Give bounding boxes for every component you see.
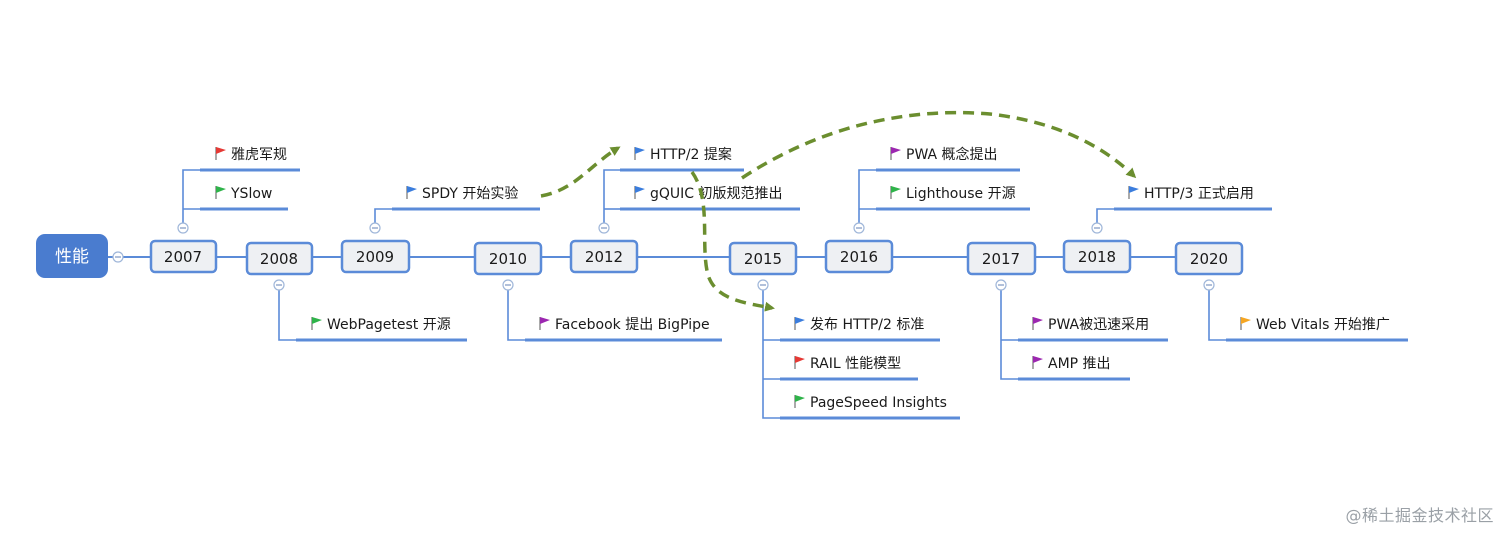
- event-2008-webpagetest[interactable]: WebPagetest 开源: [296, 317, 467, 342]
- event-label: WebPagetest 开源: [327, 317, 451, 333]
- flag-icon: [1240, 317, 1251, 330]
- flag-icon: [539, 317, 550, 330]
- branch-2012: [603, 169, 620, 228]
- branch-2015: [762, 290, 780, 419]
- flag-icon: [215, 147, 226, 160]
- event-label: HTTP/2 提案: [650, 146, 732, 163]
- event-label: PageSpeed Insights: [810, 395, 947, 411]
- year-label-2007: 2007: [164, 248, 202, 266]
- collapse-toggle-2009[interactable]: [369, 222, 381, 234]
- year-label-2018: 2018: [1078, 248, 1116, 266]
- flag-icon: [890, 147, 901, 160]
- root-collapse-toggle[interactable]: [112, 251, 124, 263]
- event-label: Facebook 提出 BigPipe: [555, 317, 710, 333]
- branch-2010: [507, 290, 525, 341]
- event-2015-rail[interactable]: RAIL 性能模型: [780, 356, 918, 381]
- branch-2008: [278, 290, 296, 341]
- root-label: 性能: [55, 247, 89, 267]
- year-label-2017: 2017: [982, 250, 1020, 268]
- arrow-gquic-to-http3: [741, 110, 1137, 180]
- year-label-2008: 2008: [260, 250, 298, 268]
- event-label: 雅虎军规: [231, 147, 287, 163]
- flag-icon: [1128, 186, 1139, 199]
- event-2010-bigpipe[interactable]: Facebook 提出 BigPipe: [525, 317, 722, 342]
- collapse-toggle-2016[interactable]: [853, 222, 865, 234]
- event-2016-lighthouse[interactable]: Lighthouse 开源: [876, 186, 1030, 211]
- collapse-toggle-2007[interactable]: [177, 222, 189, 234]
- event-2009-spdy[interactable]: SPDY 开始实验: [392, 186, 540, 211]
- flag-icon: [794, 395, 805, 408]
- year-label-2009: 2009: [356, 248, 394, 266]
- collapse-toggle-2018[interactable]: [1091, 222, 1103, 234]
- flag-icon: [1032, 356, 1043, 369]
- branch-2020: [1208, 290, 1226, 341]
- year-node-2015[interactable]: 2015: [728, 241, 798, 276]
- year-label-2020: 2020: [1190, 250, 1228, 268]
- year-label-2010: 2010: [489, 250, 527, 268]
- collapse-toggle-2008[interactable]: [273, 279, 285, 291]
- event-label: HTTP/3 正式启用: [1144, 186, 1254, 202]
- year-label-2015: 2015: [744, 250, 782, 268]
- event-2007-yslow[interactable]: YSlow: [200, 186, 288, 211]
- watermark: @稀土掘金技术社区: [1345, 506, 1494, 525]
- event-label: AMP 推出: [1048, 356, 1111, 372]
- branch-2017: [1000, 290, 1018, 380]
- event-label: RAIL 性能模型: [810, 356, 901, 372]
- year-node-2012[interactable]: 2012: [569, 239, 639, 274]
- flag-icon: [794, 356, 805, 369]
- collapse-toggle-2020[interactable]: [1203, 279, 1215, 291]
- flag-icon: [311, 317, 322, 330]
- flag-icon: [1032, 317, 1043, 330]
- year-node-2008[interactable]: 2008: [245, 241, 314, 276]
- flag-icon: [406, 186, 417, 199]
- collapse-toggle-2012[interactable]: [598, 222, 610, 234]
- collapse-toggle-2015[interactable]: [757, 279, 769, 291]
- root-node[interactable]: 性能: [36, 234, 108, 278]
- event-2015-http2-standard[interactable]: 发布 HTTP/2 标准: [780, 317, 940, 342]
- year-node-2010[interactable]: 2010: [473, 241, 543, 276]
- year-label-2016: 2016: [840, 248, 878, 266]
- flag-icon: [890, 186, 901, 199]
- event-2015-pagespeed[interactable]: PageSpeed Insights: [780, 395, 960, 420]
- event-2018-http3[interactable]: HTTP/3 正式启用: [1114, 186, 1272, 211]
- event-2017-amp[interactable]: AMP 推出: [1018, 356, 1130, 381]
- collapse-toggle-2010[interactable]: [502, 279, 514, 291]
- collapse-toggle-2017[interactable]: [995, 279, 1007, 291]
- year-label-2012: 2012: [585, 248, 623, 266]
- branch-2018: [1096, 208, 1114, 228]
- flag-icon: [215, 186, 226, 199]
- branch-2007: [182, 169, 200, 228]
- event-label: SPDY 开始实验: [422, 186, 518, 202]
- year-node-2009[interactable]: 2009: [340, 239, 411, 274]
- event-2020-web-vitals[interactable]: Web Vitals 开始推广: [1226, 317, 1408, 342]
- event-2012-http2-proposal[interactable]: HTTP/2 提案: [620, 146, 744, 172]
- event-label: gQUIC 初版规范推出: [650, 185, 783, 202]
- year-node-2017[interactable]: 2017: [966, 241, 1037, 276]
- flag-icon: [634, 186, 645, 199]
- event-label: 发布 HTTP/2 标准: [810, 317, 924, 333]
- year-node-2016[interactable]: 2016: [824, 239, 894, 274]
- event-2012-gquic[interactable]: gQUIC 初版规范推出: [620, 185, 800, 211]
- year-node-2007[interactable]: 2007: [149, 239, 218, 274]
- branch-2009: [374, 208, 392, 228]
- event-label: Lighthouse 开源: [906, 186, 1016, 202]
- flag-icon: [794, 317, 805, 330]
- flag-icon: [634, 147, 645, 160]
- arrow-spdy-to-http2-proposal: [540, 146, 621, 198]
- event-2016-pwa-concept[interactable]: PWA 概念提出: [876, 146, 1020, 172]
- event-2007-yahoo-rules[interactable]: 雅虎军规: [200, 147, 300, 172]
- event-label: Web Vitals 开始推广: [1256, 317, 1390, 333]
- event-label: PWA 概念提出: [906, 146, 998, 163]
- branch-2016: [858, 169, 876, 228]
- event-2017-pwa-adopted[interactable]: PWA被迅速采用: [1018, 317, 1168, 342]
- event-label: PWA被迅速采用: [1048, 317, 1149, 333]
- year-node-2020[interactable]: 2020: [1174, 241, 1244, 276]
- year-node-2018[interactable]: 2018: [1062, 239, 1132, 274]
- event-label: YSlow: [230, 186, 272, 202]
